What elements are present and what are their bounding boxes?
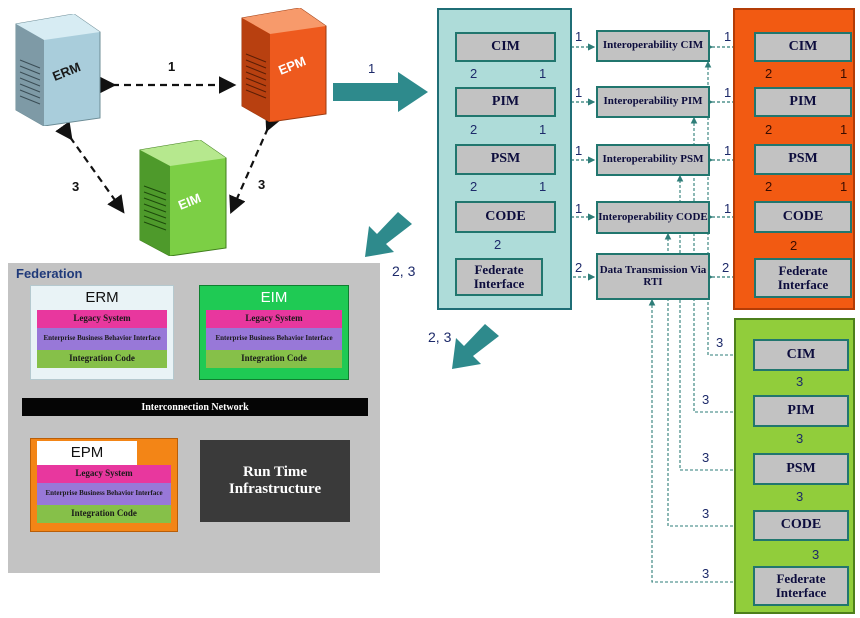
green-link-num: 3 bbox=[702, 450, 710, 465]
interop-left-num: 2 bbox=[575, 260, 583, 275]
teal-federate: Federate Interface bbox=[455, 258, 543, 296]
green-num: 3 bbox=[796, 374, 804, 389]
red-num: 2 bbox=[765, 122, 773, 137]
interop-right-num: 1 bbox=[724, 201, 732, 216]
label-arrow-teal: 1 bbox=[368, 61, 376, 76]
green-num: 3 bbox=[796, 431, 804, 446]
label-arrow-federation: 2, 3 bbox=[392, 263, 416, 279]
red-cim: CIM bbox=[754, 32, 852, 62]
teal-num: 2 bbox=[494, 237, 502, 252]
teal-cim: CIM bbox=[455, 32, 556, 62]
arrow-to-green bbox=[452, 324, 499, 369]
red-pim: PIM bbox=[754, 87, 852, 117]
erm-legacy-bar: Legacy System bbox=[37, 310, 167, 328]
federation-erm-box: ERM Legacy System Enterprise Business Be… bbox=[30, 285, 174, 380]
red-code: CODE bbox=[754, 201, 852, 233]
red-num: 2 bbox=[790, 238, 798, 253]
federation-epm-box: EPM Legacy System Enterprise Business Be… bbox=[30, 438, 178, 532]
link-erm-eim bbox=[55, 121, 125, 214]
teal-pim: PIM bbox=[455, 87, 556, 117]
eim-integration-bar: Integration Code bbox=[206, 350, 342, 368]
red-psm: PSM bbox=[754, 144, 852, 175]
green-link-num: 3 bbox=[716, 335, 724, 350]
federation-erm-title: ERM bbox=[85, 289, 119, 306]
link-epm-eim bbox=[229, 112, 282, 215]
interop-psm: Interoperability PSM bbox=[596, 144, 710, 176]
teal-num: 2 bbox=[470, 66, 478, 81]
interop-cim: Interoperability CIM bbox=[596, 30, 710, 62]
interop-rti: Data Transmission Via RTI bbox=[596, 253, 710, 300]
interop-right-num: 1 bbox=[724, 143, 732, 158]
eim-legacy-bar: Legacy System bbox=[206, 310, 342, 328]
server-eim: EIM bbox=[132, 139, 228, 257]
arrow-to-federation bbox=[365, 212, 412, 257]
red-num: 1 bbox=[840, 66, 848, 81]
red-num: 1 bbox=[840, 122, 848, 137]
interop-right-num: 1 bbox=[724, 85, 732, 100]
label-erm-eim: 3 bbox=[72, 179, 80, 194]
label-erm-epm: 1 bbox=[168, 59, 176, 74]
interop-left-num: 1 bbox=[575, 85, 583, 100]
interop-left-num: 1 bbox=[575, 29, 583, 44]
epm-integration-bar: Integration Code bbox=[37, 505, 171, 523]
red-num: 2 bbox=[765, 66, 773, 81]
teal-num: 1 bbox=[539, 179, 547, 194]
teal-code: CODE bbox=[455, 201, 556, 233]
erm-ebbi-bar: Enterprise Business Behavior Interface bbox=[37, 328, 167, 350]
federation-eim-box: EIM Legacy System Enterprise Business Be… bbox=[199, 285, 349, 380]
red-federate: Federate Interface bbox=[754, 258, 852, 298]
red-num: 2 bbox=[765, 179, 773, 194]
arrow-to-teal bbox=[333, 72, 428, 112]
eim-ebbi-bar: Enterprise Business Behavior Interface bbox=[206, 328, 342, 350]
green-federate: Federate Interface bbox=[753, 566, 849, 606]
green-link-num: 3 bbox=[702, 506, 710, 521]
interop-right-num: 1 bbox=[724, 29, 732, 44]
interop-code: Interoperability CODE bbox=[596, 201, 710, 234]
interconnection-network: Interconnection Network bbox=[22, 398, 368, 416]
federation-epm-title: EPM bbox=[37, 441, 137, 465]
erm-integration-bar: Integration Code bbox=[37, 350, 167, 368]
interop-left-num: 1 bbox=[575, 201, 583, 216]
green-code: CODE bbox=[753, 510, 849, 541]
green-num: 3 bbox=[812, 547, 820, 562]
interop-left-num: 1 bbox=[575, 143, 583, 158]
red-num: 1 bbox=[840, 179, 848, 194]
green-link-num: 3 bbox=[702, 566, 710, 581]
federation-eim-title: EIM bbox=[260, 289, 288, 306]
server-epm: EPM bbox=[234, 7, 328, 123]
teal-num: 2 bbox=[470, 179, 478, 194]
teal-num: 1 bbox=[539, 66, 547, 81]
server-erm: ERM bbox=[8, 13, 102, 127]
green-pim: PIM bbox=[753, 395, 849, 427]
teal-num: 1 bbox=[539, 122, 547, 137]
teal-num: 2 bbox=[470, 122, 478, 137]
label-arrow-green: 2, 3 bbox=[428, 329, 452, 345]
green-num: 3 bbox=[796, 489, 804, 504]
interop-pim: Interoperability PIM bbox=[596, 86, 710, 118]
teal-psm: PSM bbox=[455, 144, 556, 175]
green-link-num: 3 bbox=[702, 392, 710, 407]
interop-right-num: 2 bbox=[722, 260, 730, 275]
epm-ebbi-bar: Enterprise Business Behavior Interface bbox=[37, 483, 171, 505]
green-psm: PSM bbox=[753, 453, 849, 485]
label-epm-eim: 3 bbox=[258, 177, 266, 192]
green-cim: CIM bbox=[753, 339, 849, 371]
run-time-infrastructure: Run Time Infrastructure bbox=[200, 440, 350, 522]
federation-title: Federation bbox=[16, 266, 83, 281]
epm-legacy-bar: Legacy System bbox=[37, 465, 171, 483]
